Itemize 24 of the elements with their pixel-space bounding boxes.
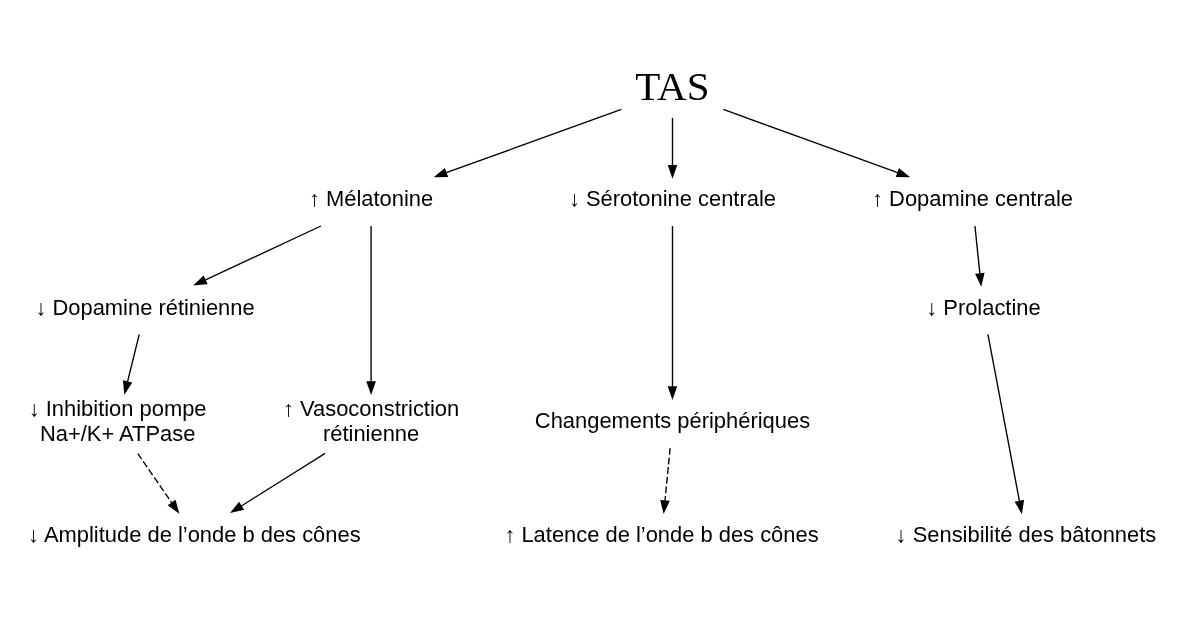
node-text: ↑ Mélatonine	[308, 185, 434, 211]
node-text: ↓ Dopamine rétinienne	[35, 294, 255, 320]
arrow	[667, 224, 678, 400]
node-text: Changements périphériques	[534, 407, 811, 433]
arrow	[230, 452, 326, 513]
arrow	[722, 108, 911, 177]
node-text: ↑ Dopamine centrale	[872, 185, 1073, 211]
arrow	[137, 452, 180, 514]
node-text: ↓ Prolactine	[926, 294, 1041, 320]
arrow	[366, 224, 376, 395]
arrow	[433, 108, 623, 177]
node-text: TAS	[635, 62, 710, 109]
arrow	[193, 224, 322, 286]
node-text: ↓ Sérotonine centrale	[568, 185, 776, 211]
node-text: ↓ Amplitude de l’onde b des cônes	[28, 521, 361, 547]
arrow	[660, 446, 671, 514]
arrow	[122, 333, 140, 395]
node-text: ↑ Vasoconstriction rétinienne	[283, 395, 460, 446]
arrow	[974, 224, 985, 287]
node-text: ↓ Inhibition pompe Na+/K+ ATPase	[28, 395, 207, 446]
arrow	[987, 333, 1025, 514]
arrow	[667, 116, 678, 179]
node-text: ↓ Sensibilité des bâtonnets	[895, 521, 1157, 547]
node-text: ↑ Latence de l’onde b des cônes	[504, 521, 819, 547]
